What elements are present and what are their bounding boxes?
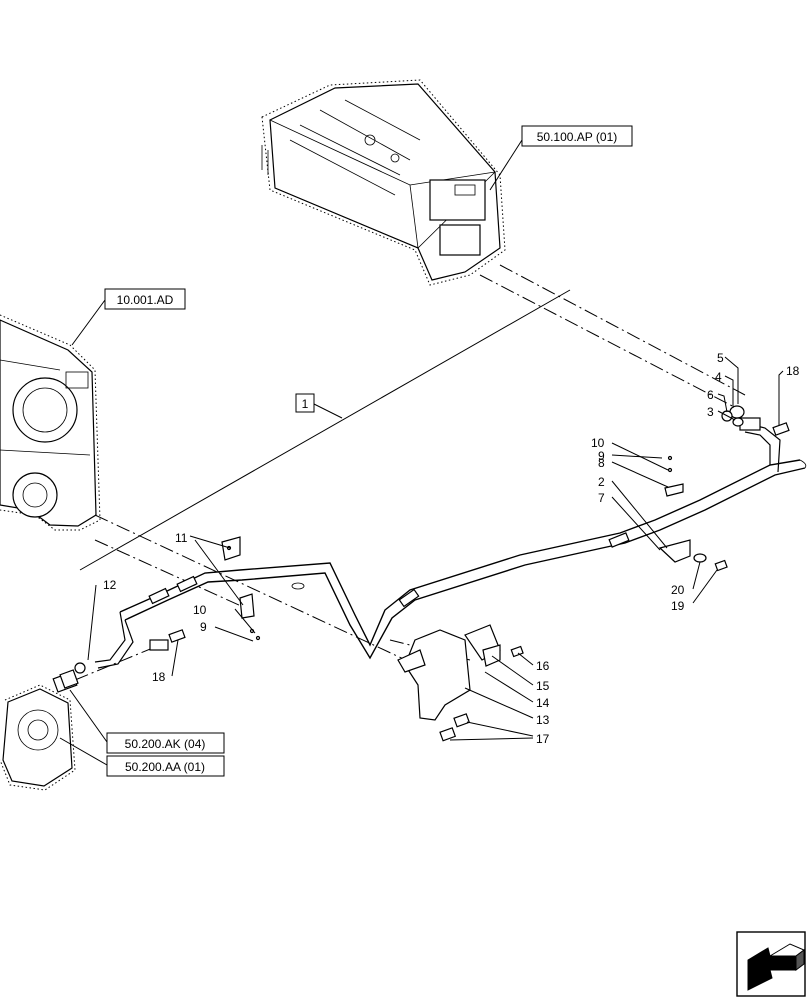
callout-7: 7 <box>598 491 605 505</box>
callout-11: 11 <box>175 531 188 545</box>
reference-compressor-aa-label: 50.200.AA (01) <box>125 760 205 774</box>
callout-6: 6 <box>707 388 714 402</box>
reference-transmission-label: 10.001.AD <box>117 293 174 307</box>
brackets-and-hardware <box>59 405 790 742</box>
callouts: 5 4 6 3 18 9 10 8 2 7 20 19 11 10 9 12 1… <box>103 351 800 746</box>
callout-12: 12 <box>103 578 117 592</box>
callout-18-left: 18 <box>152 670 166 684</box>
reference-box-transmission[interactable]: 10.001.AD <box>104 288 186 310</box>
callout-13: 13 <box>536 713 550 727</box>
callout-9-top: 9 <box>598 449 605 463</box>
leader-lines <box>59 139 784 766</box>
arrow-return-icon[interactable] <box>736 931 806 997</box>
callout-10-top: 10 <box>591 436 605 450</box>
callout-10-left: 10 <box>193 603 207 617</box>
callout-2: 2 <box>598 475 605 489</box>
callout-5: 5 <box>717 351 724 365</box>
reference-box-compressor-aa[interactable]: 50.200.AA (01) <box>106 755 225 777</box>
battery-unit-drawing <box>261 79 506 286</box>
callout-20: 20 <box>671 583 685 597</box>
callout-3: 3 <box>707 405 714 419</box>
callout-8: 8 <box>598 456 605 470</box>
assembly-label: 1 <box>302 397 309 411</box>
callout-9-left: 9 <box>200 620 207 634</box>
callout-15: 15 <box>536 679 550 693</box>
reference-box-compressor-ak[interactable]: 50.200.AK (04) <box>106 732 225 754</box>
reference-battery-label: 50.100.AP (01) <box>537 130 618 144</box>
assembly-label-box: 1 <box>295 393 315 413</box>
callout-16: 16 <box>536 659 550 673</box>
callout-17: 17 <box>536 732 550 746</box>
callout-19: 19 <box>671 599 685 613</box>
reference-box-battery[interactable]: 50.100.AP (01) <box>521 125 633 147</box>
alignment-lines <box>74 264 746 691</box>
callout-4: 4 <box>715 370 722 384</box>
callout-14: 14 <box>536 696 550 710</box>
transmission-housing-drawing <box>0 314 101 531</box>
assembly-bracket <box>79 289 571 571</box>
callout-18-top: 18 <box>786 364 800 378</box>
reference-compressor-ak-label: 50.200.AK (04) <box>125 737 206 751</box>
cable-assembly <box>94 417 807 669</box>
compressor-drawing <box>0 671 78 791</box>
